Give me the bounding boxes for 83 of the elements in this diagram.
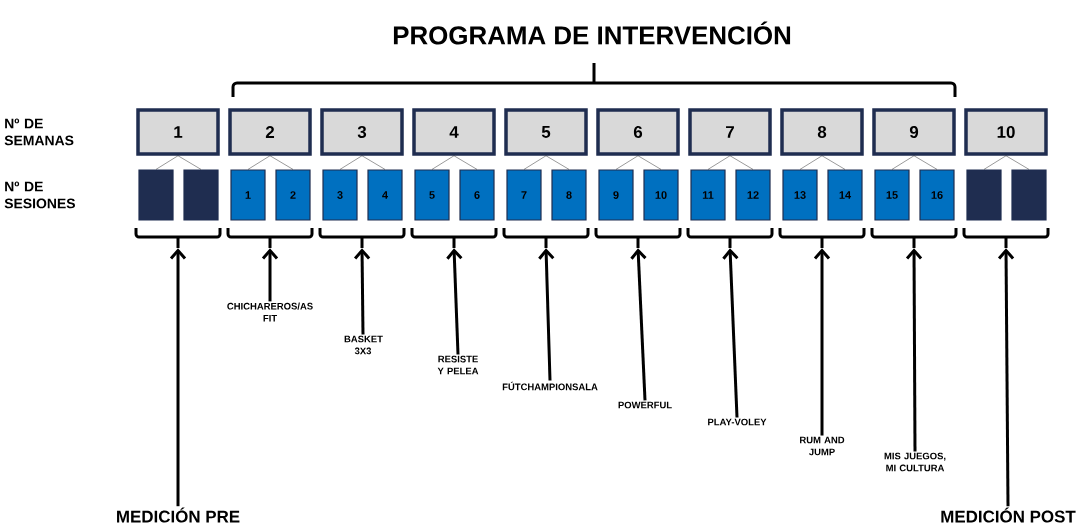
week-box: 1 (136, 108, 220, 156)
week-box: 2 (228, 108, 312, 156)
connector-line (891, 155, 915, 170)
arrow (354, 248, 371, 335)
week-box: 6 (596, 108, 680, 156)
title: PROGRAMA DE INTERVENCIÓN (393, 21, 791, 45)
arrow (905, 248, 923, 452)
week-box: 3 (320, 108, 404, 156)
session-box: 13 (782, 169, 818, 221)
bracket (318, 226, 406, 250)
week-box: 7 (688, 108, 772, 156)
bracket (134, 226, 222, 250)
connector-line (523, 155, 547, 170)
session-box: 3 (322, 169, 358, 221)
activity-label: BASKET 3X3 (344, 335, 383, 355)
connector-line (637, 155, 662, 170)
bracket (594, 226, 682, 250)
week-box: 9 (872, 108, 956, 156)
activity-label: PLAY-VOLEY (708, 418, 767, 426)
session-box: 7 (506, 169, 542, 221)
bracket (686, 226, 774, 250)
bracket (778, 226, 866, 250)
connector-line (799, 155, 823, 170)
arrow (169, 248, 187, 507)
activity-label: POWERFUL (618, 401, 672, 409)
activity-label: CHICHAREROS/AS FIT (227, 302, 313, 322)
session-box: 8 (551, 169, 587, 221)
arrow (538, 248, 555, 381)
measurement-label: MEDICIÓN POST (941, 507, 1076, 523)
arrow (997, 248, 1015, 507)
row-label: Nº DE SEMANAS (4, 118, 74, 146)
arrow (630, 248, 647, 401)
bracket (410, 226, 498, 250)
measurement-label: MEDICIÓN PRE (117, 507, 240, 523)
connector-line (431, 155, 455, 170)
week-box: 5 (504, 108, 588, 156)
session-box: 4 (367, 169, 403, 221)
session-box: 2 (275, 169, 311, 221)
activity-label: MIS JUEGOS, MI CULTURA (884, 452, 946, 472)
session-box: 9 (598, 169, 634, 221)
arrow (261, 248, 279, 302)
connector-line (545, 155, 570, 170)
activity-label: RUM AND JUMP (800, 436, 845, 456)
connector-line (707, 155, 731, 170)
connector-line (615, 155, 639, 170)
connector-line (821, 155, 846, 170)
arrow (722, 248, 739, 418)
connector-line (453, 155, 478, 170)
connector-line (913, 155, 938, 170)
session-box: 15 (874, 169, 910, 221)
bracket (962, 226, 1050, 250)
connector-line (155, 155, 179, 170)
connector-line (339, 155, 363, 170)
session-box: 5 (414, 169, 450, 221)
activity-label: FÚTCHAMPIONSALA (502, 381, 598, 391)
session-box: 11 (690, 169, 726, 221)
session-box: 1 (230, 169, 266, 221)
connector-line (729, 155, 754, 170)
session-box (1011, 169, 1047, 221)
session-box: 10 (643, 169, 679, 221)
bracket (870, 226, 958, 250)
session-box: 12 (735, 169, 771, 221)
connector-line (983, 155, 1007, 170)
week-box: 8 (780, 108, 864, 156)
session-box (138, 169, 174, 221)
week-box: 4 (412, 108, 496, 156)
connector-line (361, 155, 386, 170)
session-box (966, 169, 1002, 221)
connector-line (269, 155, 294, 170)
session-box: 16 (919, 169, 955, 221)
connector-line (247, 155, 271, 170)
session-box: 14 (827, 169, 863, 221)
connector-line (177, 155, 202, 170)
connector-line (1005, 155, 1030, 170)
bracket (502, 226, 590, 250)
session-box (183, 169, 219, 221)
row-label: Nº DE SESIONES (4, 181, 75, 209)
session-box: 6 (459, 169, 495, 221)
arrow (813, 248, 831, 436)
arrow (446, 248, 463, 355)
week-box: 10 (964, 108, 1048, 156)
bracket (226, 226, 314, 250)
activity-label: RESISTE Y PELEA (437, 355, 479, 375)
